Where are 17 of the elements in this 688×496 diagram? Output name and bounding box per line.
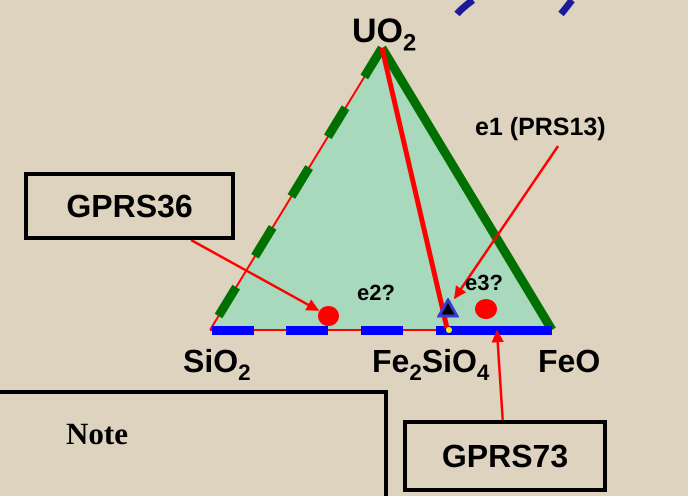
- compound-label: UO$_{2}$: [352, 14, 416, 56]
- compound-label: SiO$_{2}$: [183, 345, 251, 384]
- leader-arrow: [491, 330, 504, 420]
- region-label: e3?: [465, 272, 503, 294]
- leader-arrow: [190, 238, 320, 312]
- callout-box: [24, 172, 235, 240]
- note-heading: Note: [66, 416, 128, 452]
- compound-label: Fe$_{2}$SiO$_{4}$: [372, 345, 490, 384]
- compound-label: FeO: [538, 345, 600, 377]
- triangle-marker-icon: [437, 298, 459, 318]
- leader-arrow: [454, 145, 560, 300]
- callout-box: [403, 420, 607, 492]
- region-label: e2?: [357, 282, 395, 304]
- callout-label: e1 (PRS13): [475, 108, 667, 146]
- callout-text: GPRS73: [442, 438, 568, 474]
- note-panel: [0, 390, 388, 496]
- callout-text: GPRS36: [66, 188, 193, 224]
